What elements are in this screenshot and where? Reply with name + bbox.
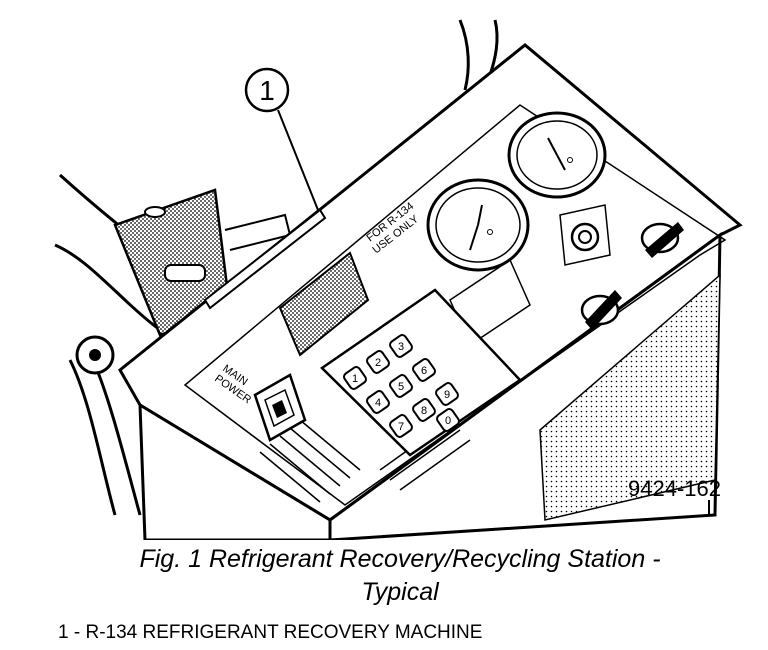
keypad-key-label: 9 [444,389,450,401]
keypad-key [343,366,367,390]
keypad-key-label: 2 [375,357,381,369]
legend-number: 1 [58,622,69,643]
caption-line-1: Fig. 1 Refrigerant Recovery/Recycling St… [139,545,661,573]
display-window [278,251,370,357]
legend-item: 1 - R-134 REFRIGERANT RECOVERY MACHINE [58,622,482,644]
keypad-key [389,334,413,358]
keypad-key [436,408,460,432]
moisture-indicator [559,204,611,266]
high-side-gauge [507,111,607,199]
keypad-key-label: 7 [398,421,404,433]
cabinet-edge-bar [203,208,327,310]
keypad-key-label: 6 [421,365,427,377]
callout: 1 [244,67,321,216]
low-side-gauge [426,178,530,272]
keypad-key [366,390,390,414]
legend-text: R-134 REFRIGERANT RECOVERY MACHINE [85,622,483,643]
keypad-key [435,382,459,406]
pump-assembly [75,188,292,375]
keypad-key-label: 5 [398,381,404,393]
main-power-switch [253,373,307,442]
caption-line-2: Typical [361,578,439,606]
keypad-key [412,358,436,382]
keypad-key [412,398,436,422]
keypad-key-label: 0 [445,415,451,427]
keypad-key-label: 3 [398,341,404,353]
keypad-key-label: 1 [352,373,358,385]
keypad-key [389,374,413,398]
keypad-key [389,414,413,438]
keypad-key-label: 8 [421,405,427,417]
figure-id: 9424-162 [628,476,721,501]
legend-separator: - [73,622,86,643]
keypad: 1 2 3 4 5 6 7 8 9 0 [320,288,522,457]
keypad-key-label: 4 [375,397,381,409]
valve-knob-lower [580,290,622,330]
valve-knob-upper [640,222,684,258]
callout-number: 1 [259,75,275,106]
keypad-key [366,350,390,374]
